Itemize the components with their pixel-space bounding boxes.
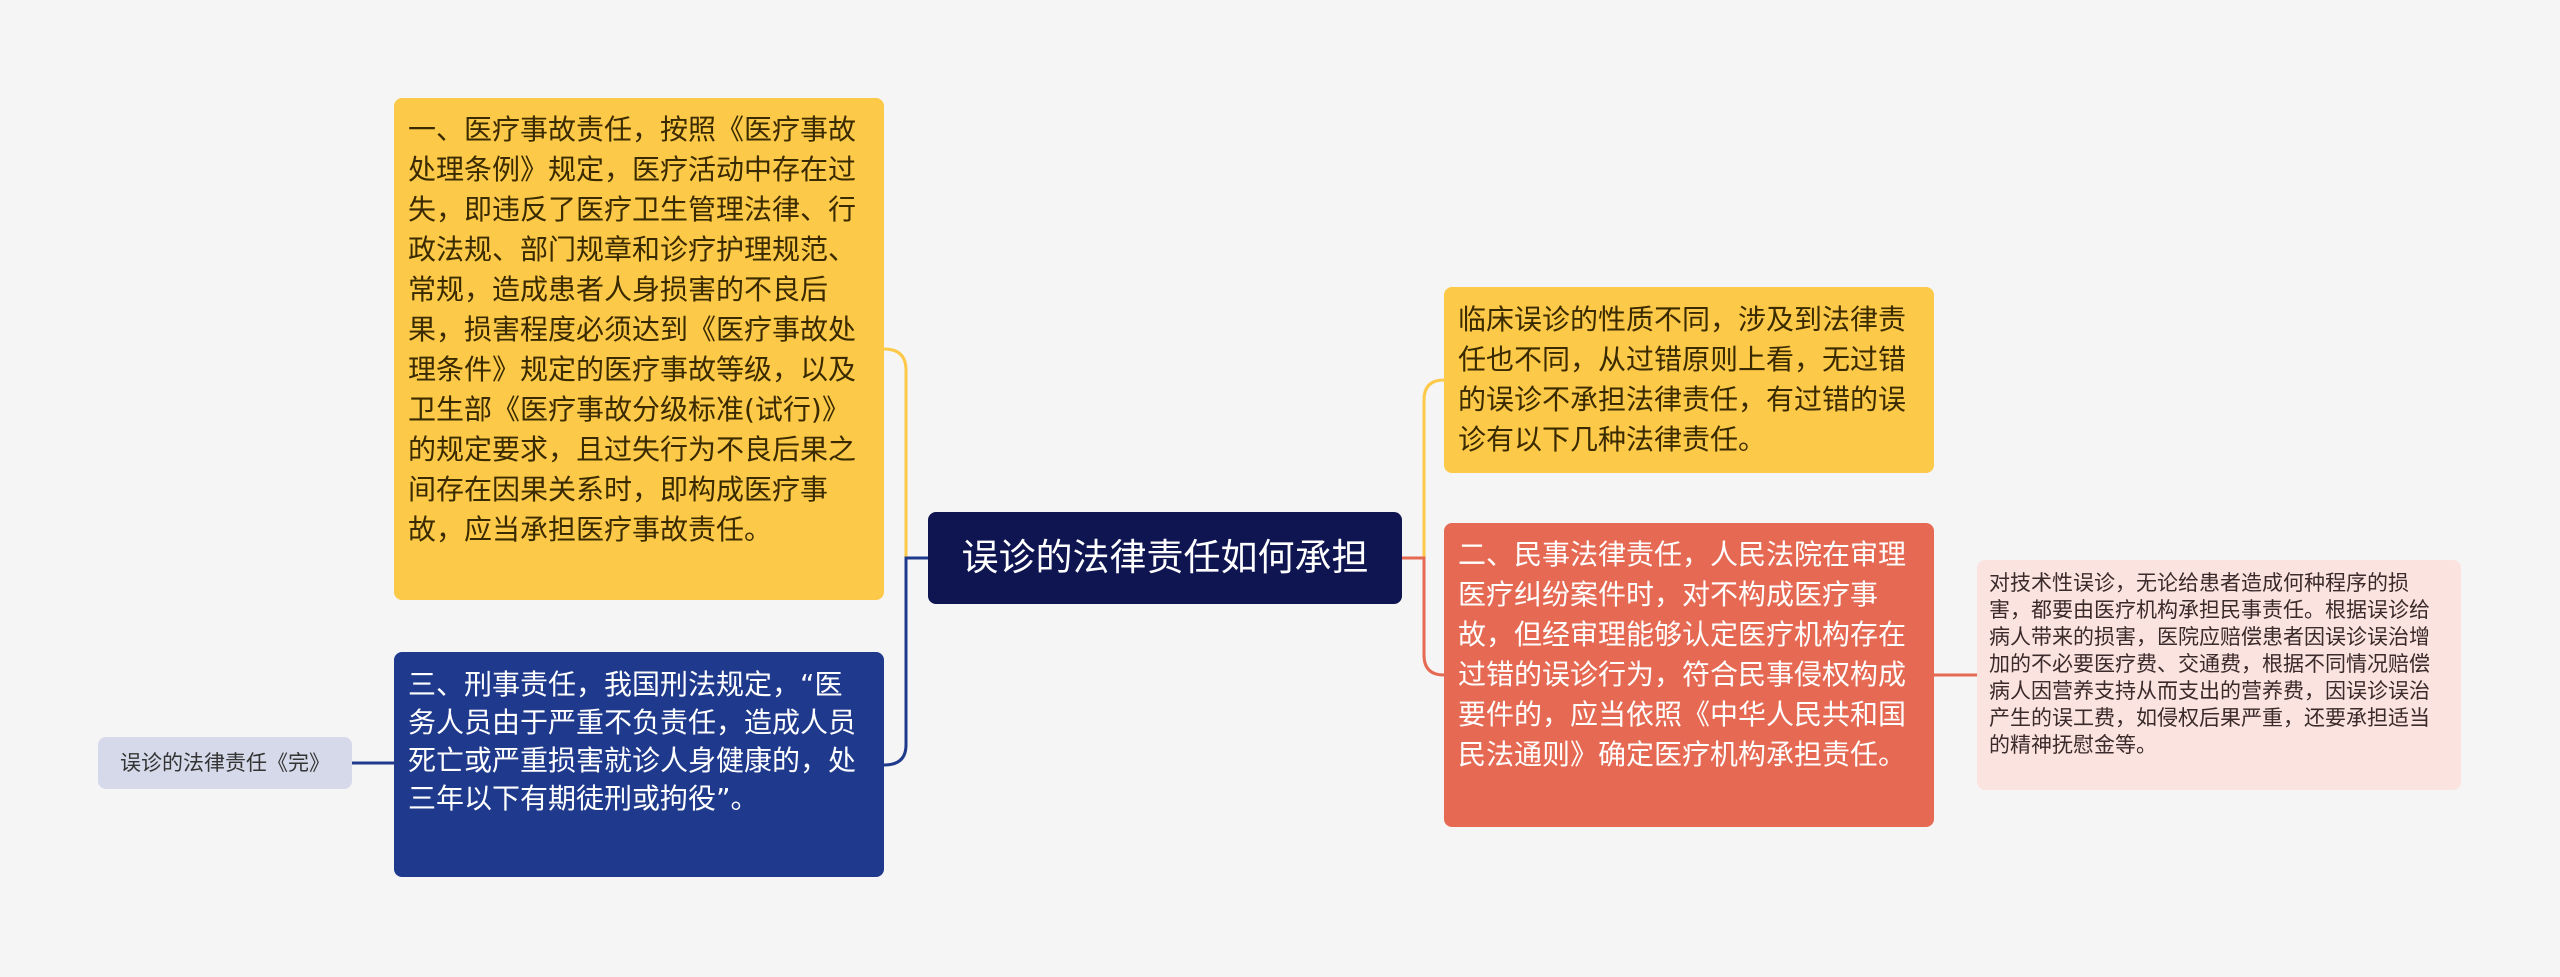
connector-root-to-medical	[883, 347, 928, 560]
root-topic[interactable]: 误诊的法律责任如何承担	[928, 512, 1402, 604]
topic-civil-liability-detail-label: 对技术性误诊，无论给患者造成何种程序的损害，都要由医疗机构承担民事责任。根据误诊…	[1989, 571, 2430, 757]
topic-civil-liability[interactable]: 二、民事法律责任，人民法院在审理医疗纠纷案件时，对不构成医疗事故，但经审理能够认…	[1444, 523, 1934, 827]
root-topic-label: 误诊的法律责任如何承担	[961, 536, 1369, 579]
topic-criminal-liability-label: 三、刑事责任，我国刑法规定，“医务人员由于严重不负责任，造成人员死亡或严重损害就…	[408, 668, 857, 815]
topic-medical-accident-liability[interactable]: 一、医疗事故责任，按照《医疗事故处理条例》规定，医疗活动中存在过失，即违反了医疗…	[394, 98, 884, 600]
topic-intro-label: 临床误诊的性质不同，涉及到法律责任也不同，从过错原则上看，无过错的误诊不承担法律…	[1458, 303, 1907, 456]
topic-complete[interactable]: 误诊的法律责任《完》	[98, 737, 352, 789]
topic-civil-liability-detail[interactable]: 对技术性误诊，无论给患者造成何种程序的损害，都要由医疗机构承担民事责任。根据误诊…	[1977, 560, 2461, 790]
topic-complete-label: 误诊的法律责任《完》	[120, 751, 330, 775]
topic-medical-accident-liability-label: 一、医疗事故责任，按照《医疗事故处理条例》规定，医疗活动中存在过失，即违反了医疗…	[408, 113, 857, 546]
topic-civil-liability-label: 二、民事法律责任，人民法院在审理医疗纠纷案件时，对不构成医疗事故，但经审理能够认…	[1458, 538, 1907, 771]
connector-root-to-criminal	[883, 556, 928, 767]
topic-intro[interactable]: 临床误诊的性质不同，涉及到法律责任也不同，从过错原则上看，无过错的误诊不承担法律…	[1444, 287, 1934, 473]
connector-root-to-intro	[1402, 378, 1445, 560]
connector-root-to-civil	[1402, 556, 1445, 677]
topic-criminal-liability[interactable]: 三、刑事责任，我国刑法规定，“医务人员由于严重不负责任，造成人员死亡或严重损害就…	[394, 652, 884, 877]
